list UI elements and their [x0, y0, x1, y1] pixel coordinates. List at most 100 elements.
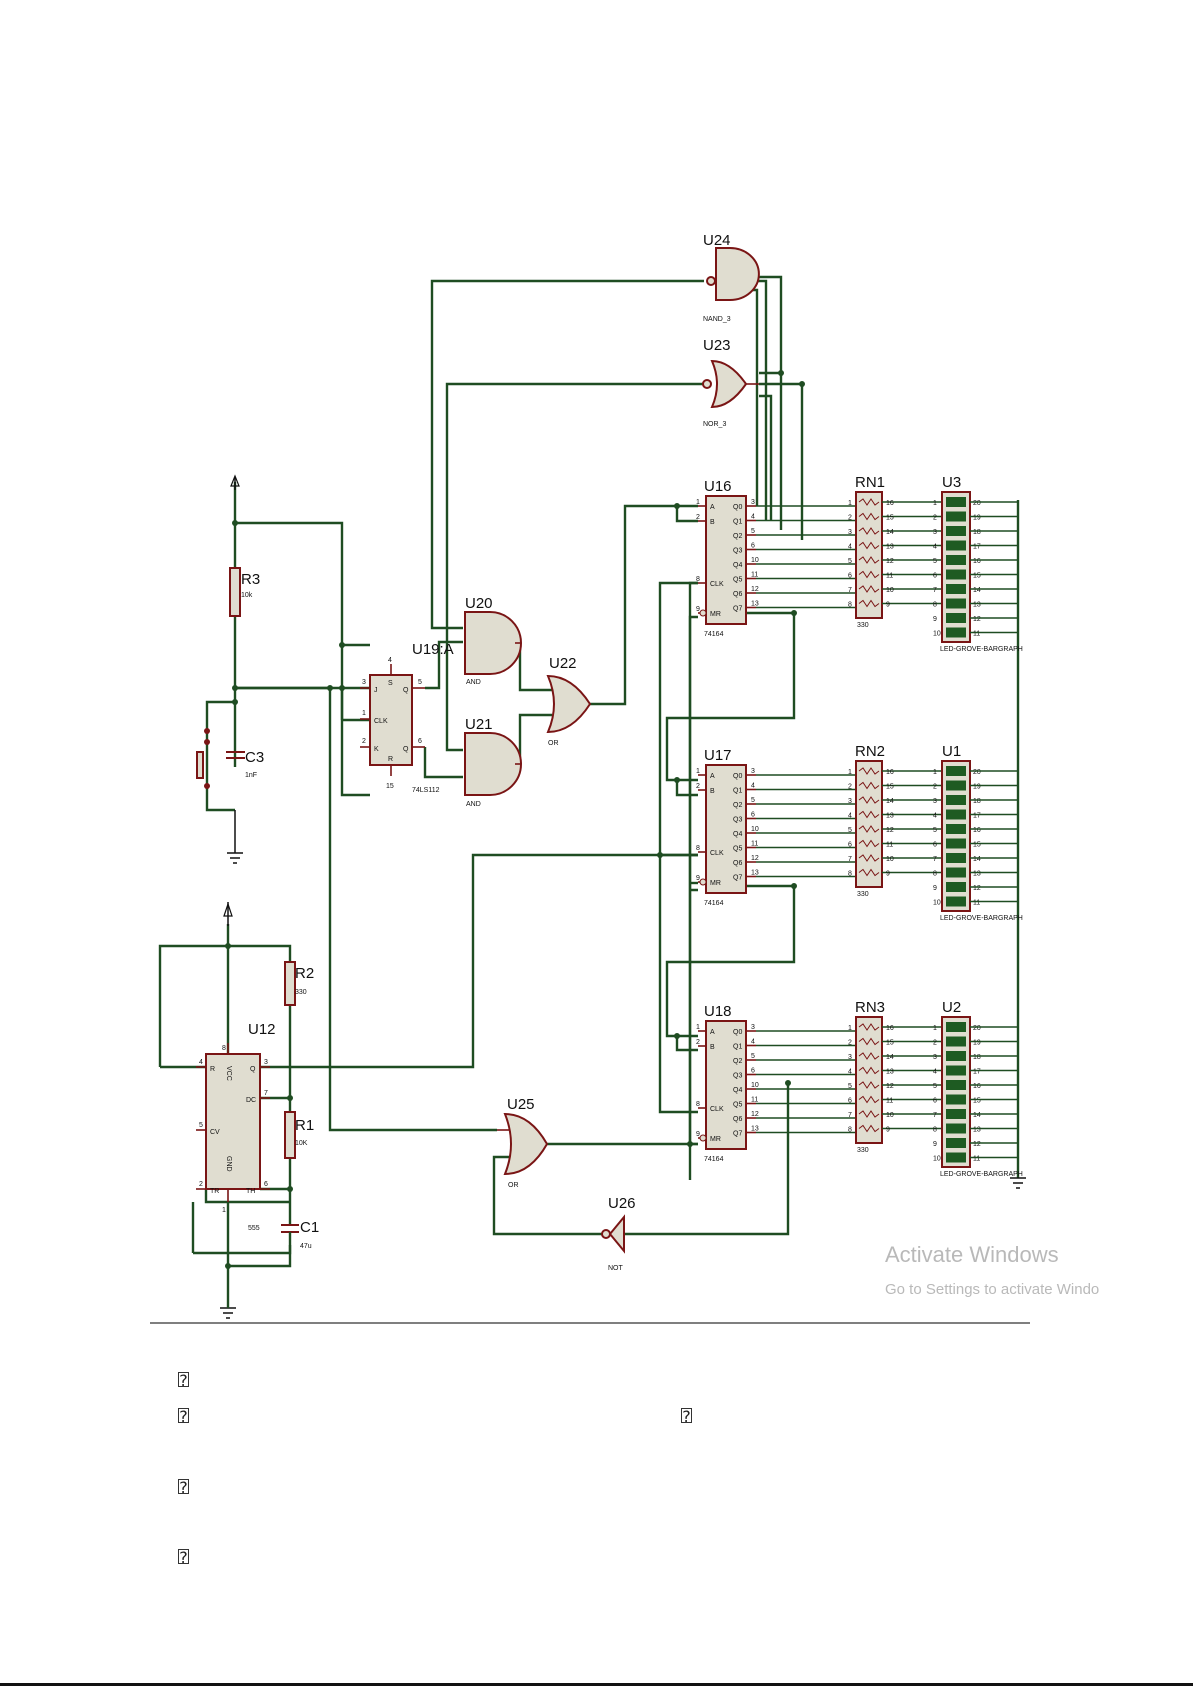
u12-p6: 6 — [264, 1181, 268, 1188]
bar-type: LED-GROVE-BARGRAPH — [940, 646, 1023, 653]
rn-pin-left: 4 — [848, 813, 852, 820]
ff-r: R — [388, 756, 393, 763]
pushbutton-switch — [196, 728, 210, 789]
u12-p8: 8 — [222, 1045, 226, 1052]
bar-pin-right: 18 — [973, 798, 981, 805]
bar-pin-left: 4 — [933, 1069, 937, 1076]
bar-pin-left: 1 — [933, 769, 937, 776]
sr-out-number: 5 — [751, 1053, 755, 1060]
sr-out-number: 3 — [751, 499, 755, 506]
ff-q: Q — [403, 687, 409, 694]
sr-pin-label: MR — [710, 880, 721, 887]
bar-pin-left: 2 — [933, 515, 937, 522]
rn-pin-right: 11 — [886, 573, 893, 580]
sr-out-label: Q1 — [733, 788, 742, 795]
rn-pin-right: 10 — [886, 1112, 894, 1119]
bar-pin-left: 1 — [933, 500, 937, 507]
bar-pin-right: 16 — [973, 558, 981, 565]
bar-pin-left: 5 — [933, 558, 937, 565]
bar-pin-right: 13 — [973, 602, 981, 609]
shift-register-u16: A1B2CLK8MR9Q03Q14Q25Q36Q410Q511Q612Q713U… — [696, 478, 856, 638]
rn-pin-left: 8 — [848, 871, 852, 878]
bar-pin-right: 16 — [973, 1083, 981, 1090]
ff-p1: 1 — [362, 710, 366, 717]
sr-out-number: 4 — [751, 514, 755, 521]
sr-out-number: 6 — [751, 1068, 755, 1075]
rn-pin-right: 11 — [886, 842, 893, 849]
rn-pin-left: 6 — [848, 842, 852, 849]
rn-pin-left: 5 — [848, 1083, 852, 1090]
bar-pin-right: 15 — [973, 1098, 981, 1105]
bar-pin-right: 17 — [973, 1069, 981, 1076]
led-segment — [946, 1138, 966, 1148]
r1-ref: R1 — [295, 1117, 314, 1134]
bar-pin-right: 19 — [973, 1040, 981, 1047]
shift-registers: A1B2CLK8MR9Q03Q14Q25Q36Q410Q511Q612Q713U… — [696, 478, 856, 1163]
led-segment — [946, 598, 966, 609]
u23-type: NOR_3 — [703, 421, 726, 428]
rn-pin-left: 8 — [848, 602, 852, 609]
rn-pin-right: 15 — [886, 1040, 894, 1047]
sr-out-number: 10 — [751, 1082, 759, 1089]
rn-pin-right: 9 — [886, 1127, 890, 1134]
led-segment — [946, 809, 966, 820]
sr-out-label: Q0 — [733, 1029, 742, 1036]
led-segment — [946, 627, 966, 638]
led-segment — [946, 497, 966, 507]
bar-pin-left: 3 — [933, 1054, 937, 1061]
shift-register-u17: A1B2CLK8MR9Q03Q14Q25Q36Q410Q511Q612Q713U… — [696, 747, 856, 907]
sr-out-label: Q6 — [733, 591, 742, 598]
sr-out-label: Q3 — [733, 817, 742, 824]
not-gate-u26: U26 NOT — [601, 1195, 636, 1272]
ff-s: S — [388, 680, 393, 687]
u12-p5: 5 — [199, 1122, 203, 1129]
u12-vcc: VCC — [225, 1066, 232, 1081]
bar-pin-right: 19 — [973, 515, 981, 522]
bar-pin-left: 6 — [933, 573, 937, 580]
resistor-r2: R2 330 — [284, 961, 314, 1006]
sr-out-label: Q0 — [733, 504, 742, 511]
rn-pin-right: 14 — [886, 1054, 894, 1061]
sr-pin-number: 2 — [696, 1039, 700, 1046]
bar-pin-left: 7 — [933, 856, 937, 863]
u12-p2: 2 — [199, 1181, 203, 1188]
bar-pin-left: 5 — [933, 827, 937, 834]
sr-pin-label: B — [710, 519, 715, 526]
sr-out-number: 13 — [751, 870, 759, 877]
bar-pin-right: 15 — [973, 842, 981, 849]
rn-pin-right: 9 — [886, 871, 890, 878]
nand-gate-u24: U24 NAND_3 — [703, 232, 760, 323]
u12-q: Q — [250, 1066, 256, 1073]
ff-k: K — [374, 746, 379, 753]
bar-pin-right: 11 — [973, 631, 980, 638]
sr-out-label: Q2 — [733, 533, 742, 540]
bar-type: LED-GROVE-BARGRAPH — [940, 1171, 1023, 1178]
sr-out-label: Q1 — [733, 519, 742, 526]
u25-type: OR — [508, 1182, 519, 1189]
u12-ref: U12 — [248, 1021, 276, 1038]
led-segment — [946, 1036, 966, 1047]
rn-pin-right: 11 — [886, 1098, 893, 1105]
missing-glyph-5: ? — [178, 1548, 189, 1567]
bar-pin-right: 18 — [973, 1054, 981, 1061]
sr-out-label: Q4 — [733, 562, 742, 569]
bar-pin-right: 13 — [973, 1127, 981, 1134]
bar-ref: U3 — [942, 474, 961, 491]
sr-out-label: Q5 — [733, 577, 742, 584]
u23-ref: U23 — [703, 337, 731, 354]
sr-ref: U18 — [704, 1003, 732, 1020]
bar-pin-left: 7 — [933, 1112, 937, 1119]
sr-out-label: Q2 — [733, 1058, 742, 1065]
sr-type: 74164 — [704, 1156, 724, 1163]
sr-type: 74164 — [704, 631, 724, 638]
sr-out-number: 4 — [751, 1039, 755, 1046]
sr-pin-label: B — [710, 1044, 715, 1051]
sr-out-label: Q7 — [733, 1131, 742, 1138]
sr-pin-number: 8 — [696, 576, 700, 583]
bar-pin-right: 20 — [973, 1025, 981, 1032]
bar-pin-right: 17 — [973, 813, 981, 820]
c1-ref: C1 — [300, 1219, 319, 1236]
